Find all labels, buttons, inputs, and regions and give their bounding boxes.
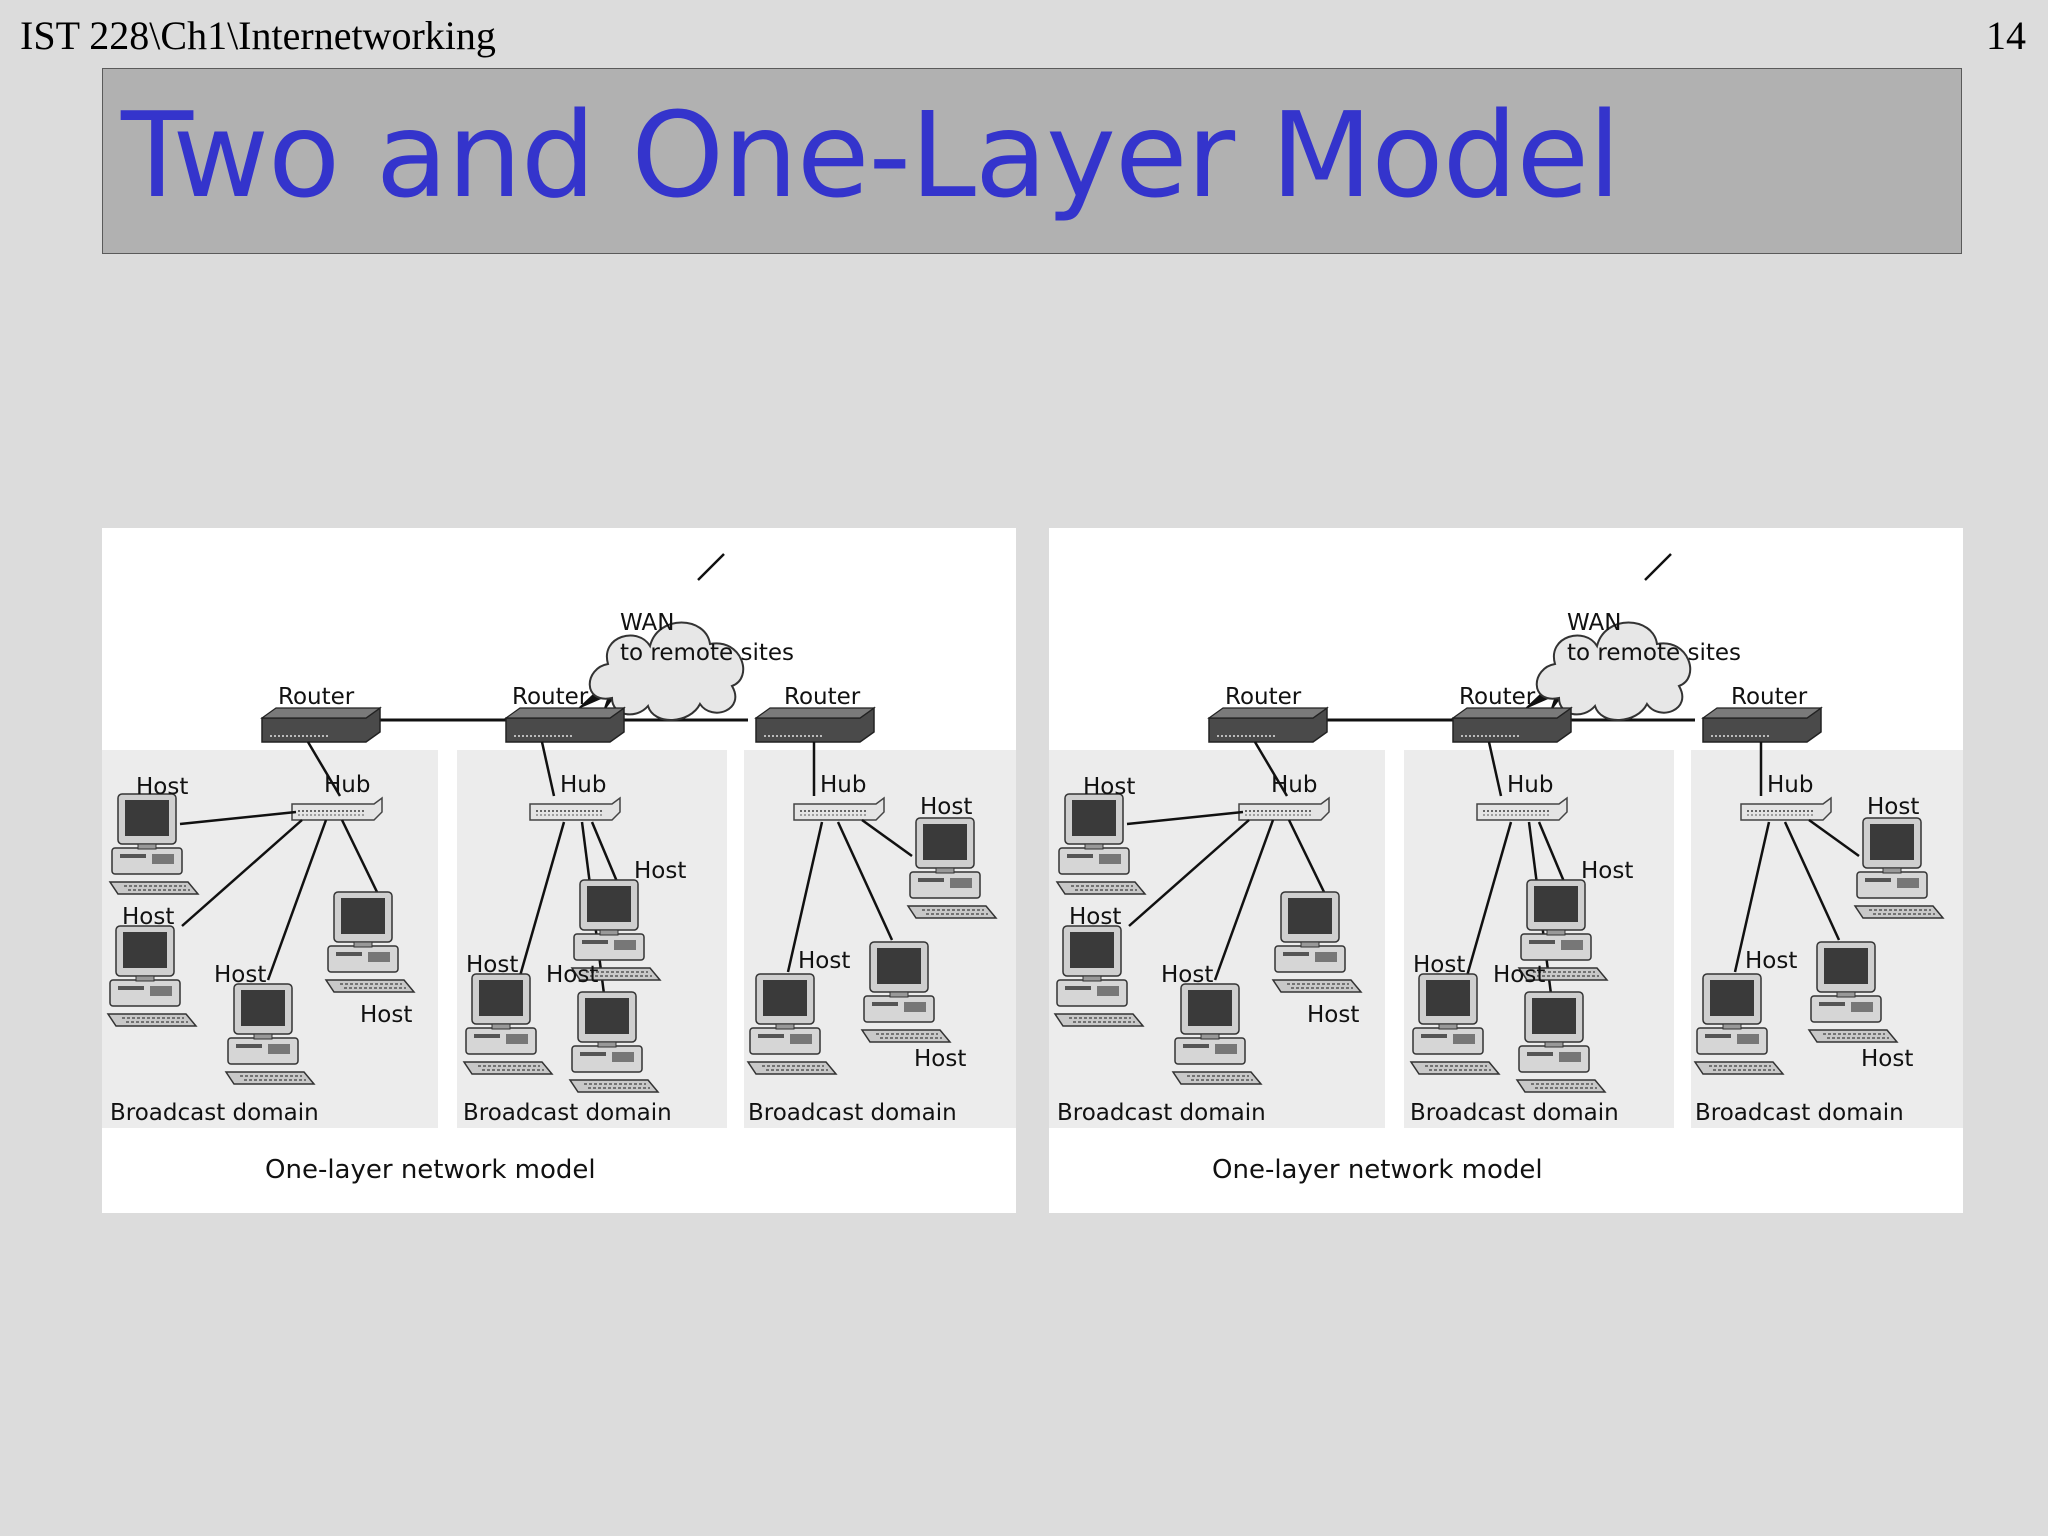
router-label: Router: [1459, 684, 1536, 710]
host-label: Host: [1069, 904, 1121, 930]
wan-sublabel: to remote sites: [1567, 640, 1741, 666]
host-label: Host: [546, 962, 598, 988]
host-label: Host: [214, 962, 266, 988]
broadcast-domain-label: Broadcast domain: [1057, 1100, 1266, 1126]
host-label: Host: [122, 904, 174, 930]
wan-cloud-icon: [588, 621, 744, 721]
router-icon: [504, 706, 626, 743]
host-computer-icon: [746, 973, 838, 1075]
host-label: Host: [136, 774, 188, 800]
host-computer-icon: [570, 879, 662, 981]
host-label: Host: [466, 952, 518, 978]
host-label: Host: [920, 794, 972, 820]
host-computer-icon: [1853, 817, 1945, 919]
hub-label: Hub: [324, 772, 370, 798]
host-label: Host: [1861, 1046, 1913, 1072]
broadcast-domain-label: Broadcast domain: [110, 1100, 319, 1126]
hub-label: Hub: [1271, 772, 1317, 798]
host-label: Host: [914, 1046, 966, 1072]
hub-icon: [291, 796, 383, 821]
host-computer-icon: [1271, 891, 1363, 993]
title-bar: Two and One-Layer Model: [102, 68, 1962, 254]
host-label: Host: [1161, 962, 1213, 988]
host-computer-icon: [324, 891, 416, 993]
diagram-caption: One-layer network model: [1212, 1155, 1543, 1185]
host-computer-icon: [1517, 879, 1609, 981]
router-icon: [260, 706, 382, 743]
wan-label: WAN: [620, 610, 674, 636]
hub-label: Hub: [820, 772, 866, 798]
host-computer-icon: [1171, 983, 1263, 1085]
host-computer-icon: [1409, 973, 1501, 1075]
host-computer-icon: [906, 817, 998, 919]
host-label: Host: [1493, 962, 1545, 988]
host-computer-icon: [1515, 991, 1607, 1093]
router-icon: [1207, 706, 1329, 743]
host-computer-icon: [1055, 793, 1147, 895]
hub-icon: [793, 796, 885, 821]
host-label: Host: [1867, 794, 1919, 820]
host-label: Host: [798, 948, 850, 974]
host-computer-icon: [1807, 941, 1899, 1043]
page-number: 14: [1986, 13, 2026, 58]
broadcast-domain-label: Broadcast domain: [463, 1100, 672, 1126]
router-label: Router: [1731, 684, 1808, 710]
host-computer-icon: [568, 991, 660, 1093]
host-computer-icon: [224, 983, 316, 1085]
router-icon: [1451, 706, 1573, 743]
hub-icon: [1238, 796, 1330, 821]
wan-cloud-icon: [1535, 621, 1691, 721]
router-label: Router: [278, 684, 355, 710]
hub-label: Hub: [1767, 772, 1813, 798]
broadcast-domain-label: Broadcast domain: [1410, 1100, 1619, 1126]
host-label: Host: [360, 1002, 412, 1028]
hub-icon: [1740, 796, 1832, 821]
host-computer-icon: [106, 925, 198, 1027]
hub-icon: [1476, 796, 1568, 821]
router-label: Router: [1225, 684, 1302, 710]
host-computer-icon: [108, 793, 200, 895]
host-computer-icon: [1053, 925, 1145, 1027]
diagram-caption: One-layer network model: [265, 1155, 596, 1185]
router-icon: [1701, 706, 1823, 743]
host-computer-icon: [860, 941, 952, 1043]
hub-icon: [529, 796, 621, 821]
hub-label: Hub: [1507, 772, 1553, 798]
host-label: Host: [1307, 1002, 1359, 1028]
host-label: Host: [1581, 858, 1633, 884]
broadcast-domain-label: Broadcast domain: [1695, 1100, 1904, 1126]
slide-title: Two and One-Layer Model: [121, 86, 1621, 224]
broadcast-domain-label: Broadcast domain: [748, 1100, 957, 1126]
host-label: Host: [1083, 774, 1135, 800]
host-label: Host: [634, 858, 686, 884]
router-icon: [754, 706, 876, 743]
course-path: IST 228\Ch1\Internetworking: [20, 13, 496, 58]
host-label: Host: [1413, 952, 1465, 978]
wan-sublabel: to remote sites: [620, 640, 794, 666]
host-computer-icon: [1693, 973, 1785, 1075]
wan-label: WAN: [1567, 610, 1621, 636]
hub-label: Hub: [560, 772, 606, 798]
router-label: Router: [784, 684, 861, 710]
host-label: Host: [1745, 948, 1797, 974]
host-computer-icon: [462, 973, 554, 1075]
router-label: Router: [512, 684, 589, 710]
